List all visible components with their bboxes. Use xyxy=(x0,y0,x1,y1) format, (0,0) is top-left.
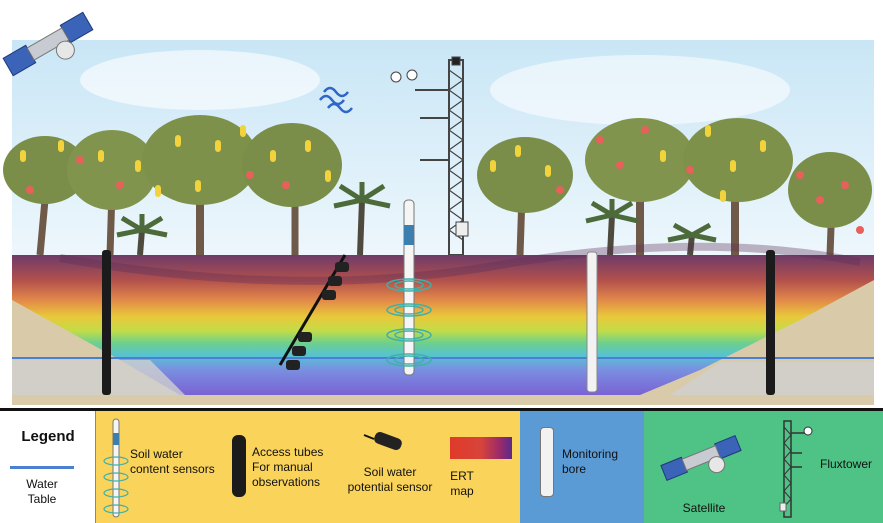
palm-icon xyxy=(667,222,717,256)
access-tube-icon xyxy=(766,250,775,395)
wave-signal-icon xyxy=(319,86,353,114)
tree-icon xyxy=(67,130,157,256)
monitoring-bore-icon xyxy=(586,251,598,393)
tree-icon xyxy=(142,115,258,255)
tree-icon xyxy=(683,118,793,255)
palm-icon xyxy=(333,182,391,256)
tree-icon xyxy=(788,152,872,256)
ert-map-icon xyxy=(450,437,512,459)
satellite-icon xyxy=(2,11,94,77)
soil-water-content-sensors-label: Soil water content sensors xyxy=(130,447,215,476)
tree-group-right xyxy=(477,118,872,256)
water-table-label: Water Table xyxy=(26,477,58,506)
ert-section xyxy=(12,255,874,395)
access-tube-icon xyxy=(232,435,246,497)
tree-icon xyxy=(585,118,695,255)
palm-icon xyxy=(585,199,639,256)
palm-icon xyxy=(116,214,168,256)
tree-icon xyxy=(242,123,342,255)
access-tubes-label: Access tubes For manual observations xyxy=(252,445,324,489)
satellite-label: Satellite xyxy=(682,501,726,515)
tree-icon xyxy=(477,137,573,256)
soil-water-potential-sensor-label: Soil water potential sensor xyxy=(347,465,433,494)
fluxtower-icon xyxy=(779,420,813,518)
soil-water-content-sensor-icon xyxy=(386,199,432,376)
soil-water-potential-sensor-icon xyxy=(363,431,402,451)
landscape-diagram xyxy=(2,11,874,405)
monitoring-bore-icon xyxy=(540,427,554,497)
water-table-legend-line xyxy=(10,466,74,469)
legend-panel-instruments: Soil water content sensors Access tubes … xyxy=(96,411,520,523)
ert-map-label: ERT map xyxy=(450,469,474,498)
legend-panel-water-table: Legend Water Table xyxy=(0,411,96,523)
tree-group-left xyxy=(3,115,391,256)
monitoring-bore-label: Monitoring bore xyxy=(562,447,619,476)
legend-title: Legend xyxy=(21,428,75,445)
fluxtower-label: Fluxtower xyxy=(819,457,872,471)
legend: Legend Water Table Soil water content se… xyxy=(0,408,883,523)
legend-panel-bore: Monitoring bore xyxy=(520,411,644,523)
access-tube-icon xyxy=(102,250,111,395)
soil-water-content-sensor-icon xyxy=(103,418,129,518)
soil-water-potential-sensor-icon xyxy=(278,254,349,370)
satellite-icon xyxy=(660,434,742,482)
legend-panel-remote: Satellite Fluxtower xyxy=(644,411,883,523)
